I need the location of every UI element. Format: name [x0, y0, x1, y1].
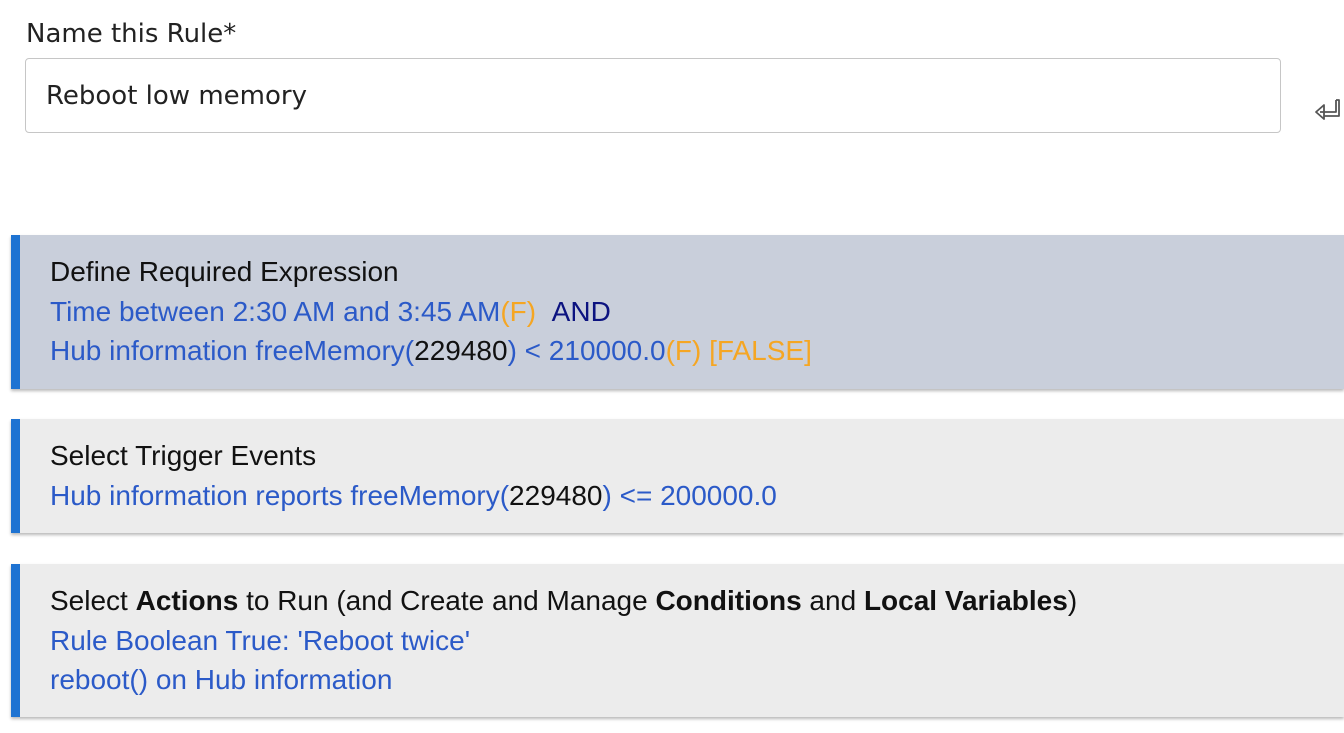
- trigger-events-card[interactable]: Select Trigger Events Hub information re…: [11, 419, 1344, 533]
- rule-name-input[interactable]: [25, 58, 1281, 133]
- time-condition-state: (F): [500, 295, 537, 327]
- actions-title-part: and: [801, 585, 864, 616]
- actions-title-part: to Run (and Create and Manage: [238, 585, 656, 616]
- enter-return-icon[interactable]: [1312, 97, 1342, 127]
- action-item: Rule Boolean True: 'Reboot twice': [50, 624, 471, 656]
- actions-title-part: ): [1067, 585, 1078, 616]
- time-condition-text: Time between 2:30 AM and 3:45 AM: [50, 295, 501, 327]
- expression-result: [FALSE]: [709, 335, 812, 366]
- trigger-value: 229480: [509, 479, 603, 511]
- trigger-event-line: Hub information reports freeMemory(22948…: [50, 476, 1344, 516]
- rule-name-label: Name this Rule*: [26, 19, 237, 49]
- memory-condition-state: (F): [665, 335, 702, 366]
- required-expression-line-2: Hub information freeMemory(229480) < 210…: [50, 331, 1344, 371]
- actions-title-part: Select: [50, 585, 136, 616]
- required-expression-title: Define Required Expression: [50, 256, 399, 287]
- required-expression-line-1: Time between 2:30 AM and 3:45 AM(F) AND: [50, 292, 1344, 332]
- actions-card[interactable]: Select Actions to Run (and Create and Ma…: [11, 564, 1344, 717]
- memory-condition-value: 229480: [414, 335, 508, 366]
- memory-condition-suffix: ) < 210000.0: [507, 335, 666, 366]
- expression-operator: AND: [551, 295, 611, 327]
- trigger-prefix: Hub information reports freeMemory(: [50, 479, 510, 511]
- trigger-events-title: Select Trigger Events: [50, 440, 317, 471]
- required-expression-card[interactable]: Define Required Expression Time between …: [11, 235, 1344, 389]
- trigger-suffix: ) <= 200000.0: [602, 479, 777, 511]
- actions-title: Select Actions to Run (and Create and Ma…: [50, 581, 1344, 621]
- actions-title-bold-actions: Actions: [135, 585, 239, 616]
- memory-condition-prefix: Hub information freeMemory(: [50, 335, 415, 366]
- actions-title-bold-conditions: Conditions: [655, 585, 802, 616]
- action-item: reboot() on Hub information: [50, 664, 393, 695]
- actions-title-bold-local-variables: Local Variables: [863, 585, 1068, 616]
